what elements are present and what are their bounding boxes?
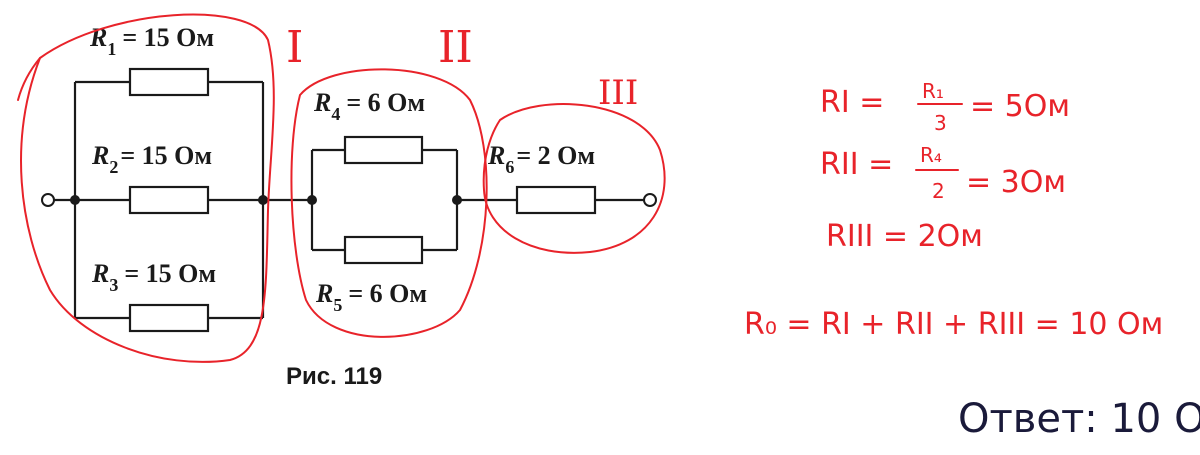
- calc-r0: R₀ = RI + RII + RIII = 10 Ом: [744, 307, 1163, 342]
- calc-r1-den: 3: [934, 111, 947, 135]
- resistor-r4: [343, 135, 424, 165]
- junction-node: [258, 195, 268, 205]
- resistor-r1: [128, 67, 210, 97]
- handwritten-calculations: RI = R₁ 3 = 5Ом RII = R₄ 2 = 3Ом RIII = …: [744, 79, 1200, 442]
- calc-r1-lhs: RI =: [820, 85, 884, 120]
- calc-r1-num: R₁: [922, 79, 944, 103]
- calc-r2-rhs: = 3Ом: [966, 165, 1066, 200]
- junction-node: [452, 195, 462, 205]
- terminal-right: [643, 193, 657, 207]
- group-label-ii: II: [438, 22, 473, 73]
- group-label-iii: III: [598, 73, 638, 113]
- calc-r2-den: 2: [932, 179, 945, 203]
- resistor-r3: [128, 303, 210, 333]
- resistor-r2: [128, 185, 210, 215]
- handwritten-group-outlines: [17, 13, 666, 363]
- resistor-r5: [343, 235, 424, 265]
- group-ii-outline: [290, 68, 488, 338]
- junction-node: [70, 195, 80, 205]
- label-r4: R4= 6 Ом: [313, 88, 425, 124]
- figure-caption: Рис. 119: [286, 363, 382, 390]
- calc-r3: RIII = 2Ом: [826, 219, 983, 254]
- group-label-i: I: [286, 22, 303, 73]
- label-r2: R2= 15 Ом: [91, 141, 212, 177]
- label-r1: R1= 15 Ом: [89, 23, 214, 59]
- group-i-outline: [20, 13, 275, 363]
- label-r3: R3= 15 Ом: [91, 259, 216, 295]
- calc-r2-lhs: RII =: [820, 147, 893, 182]
- terminal-left: [41, 193, 55, 207]
- calc-r1-rhs: = 5Ом: [970, 89, 1070, 124]
- group-iii-outline: [482, 103, 666, 254]
- junction-node: [307, 195, 317, 205]
- answer-text: Ответ: 10 Ом: [958, 396, 1200, 442]
- circuit-schematic: [41, 67, 657, 333]
- resistor-labels: R1= 15 Ом R2= 15 Ом R3= 15 Ом R4= 6 Ом R…: [89, 23, 595, 390]
- label-r5: R5= 6 Ом: [315, 279, 427, 315]
- calc-r2-num: R₄: [920, 143, 942, 167]
- resistor-r6: [515, 185, 597, 215]
- group-labels: I II III: [286, 22, 638, 113]
- label-r6: R6= 2 Ом: [487, 141, 595, 177]
- group-i-outline-tail: [17, 57, 41, 101]
